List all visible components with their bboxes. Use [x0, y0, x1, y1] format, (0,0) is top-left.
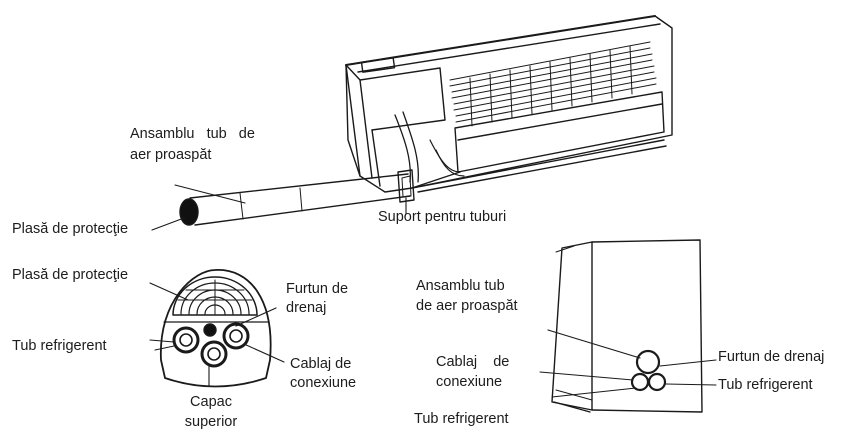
label-refrigerant-pipe-left: Tub refrigerent	[12, 338, 107, 354]
label-fresh-air-tube-top: Ansamblu tub de aer proaspăt	[130, 124, 255, 166]
label-fresh-air-tube-right-line1: Ansamblu tub	[416, 278, 505, 294]
leader-refrigerant-right	[665, 383, 717, 386]
label-top-cover: Capac superior	[176, 392, 246, 432]
label-pipe-support: Suport pentru tuburi	[378, 209, 507, 225]
label-fresh-air-tube-right: Ansamblu tub de aer proaspăt	[416, 276, 518, 316]
leader-refrigerant-left	[149, 339, 175, 343]
label-wiring-right-line1: Cablaj de	[436, 354, 510, 370]
label-top-cover-line2: superior	[184, 414, 238, 430]
label-fresh-air-tube-right-line2: de aer proaspăt	[416, 298, 518, 314]
side-view-drawing	[551, 239, 703, 413]
label-wiring-left-line2: conexiune	[290, 375, 357, 391]
label-wiring-right-line2: conexiune	[436, 374, 503, 390]
label-refrigerant-pipe-bottom: Tub refrigerent	[414, 411, 509, 427]
label-drain-hose-left-line1: Furtun de	[286, 281, 349, 297]
leader-wiring-left	[243, 343, 285, 363]
leader-mesh-top	[151, 217, 185, 231]
cross-section-drawing	[160, 269, 272, 388]
label-fresh-air-tube-top-line1: Ansamblu tub de	[130, 126, 255, 142]
label-wiring-left-line1: Cablaj de	[290, 356, 352, 372]
label-wiring-left: Cablaj de conexiune	[290, 355, 356, 393]
label-fresh-air-tube-top-line2: aer proaspăt	[130, 147, 212, 163]
label-wiring-right: Cablaj de conexiune	[436, 352, 509, 392]
leader-wiring-right	[539, 371, 634, 381]
leader-mesh-mid	[149, 282, 189, 301]
leader-fresh-air-right	[547, 329, 641, 359]
leader-fresh-air-top	[174, 184, 246, 204]
label-refrigerant-pipe-right: Tub refrigerent	[718, 377, 813, 393]
label-protective-mesh-mid: Plasă de protecţie	[12, 267, 129, 283]
leader-drain-left	[235, 307, 277, 327]
label-drain-hose-left: Furtun de drenaj	[286, 280, 348, 318]
fresh-air-tube-drawing	[179, 169, 415, 226]
label-drain-hose-left-line2: drenaj	[286, 300, 327, 316]
label-protective-mesh-top: Plasă de protecţie	[12, 221, 129, 237]
label-top-cover-line1: Capac	[190, 394, 232, 410]
leader-drain-right	[659, 359, 717, 367]
label-drain-hose-right: Furtun de drenaj	[718, 349, 825, 365]
leader-refrigerant-bottom	[551, 387, 637, 398]
indoor-unit-drawing	[345, 15, 673, 193]
